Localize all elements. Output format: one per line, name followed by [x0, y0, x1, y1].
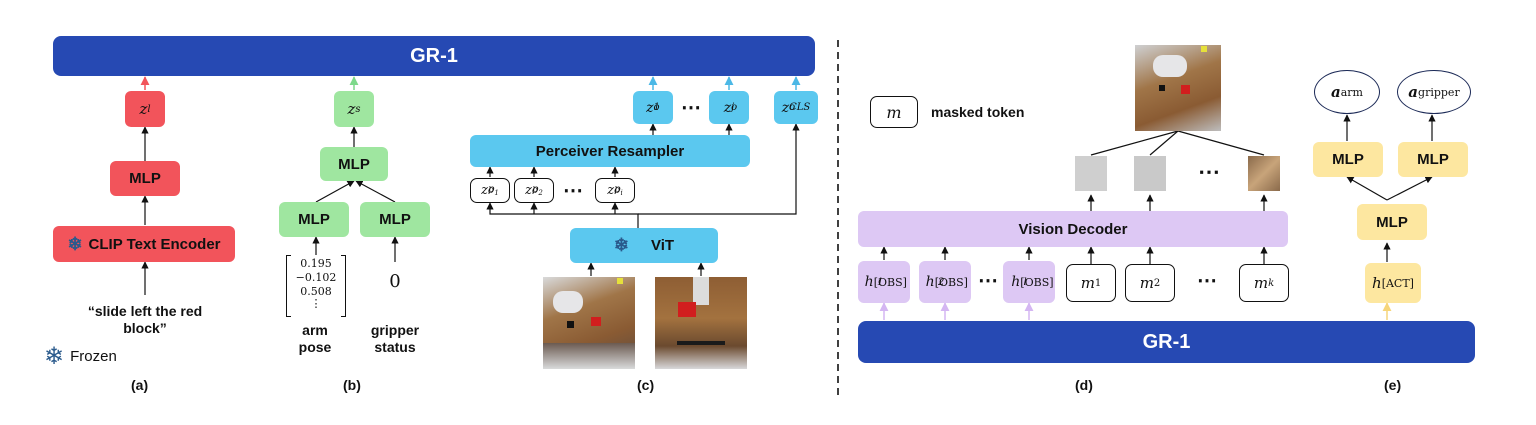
caption-a: (a)	[131, 377, 149, 393]
h-obs-token-1: h[OBS]1	[858, 261, 910, 303]
patch-token	[1248, 156, 1280, 191]
language-instruction: “slide left the red block”	[87, 303, 203, 336]
clip-text-encoder: ❄ CLIP Text Encoder	[53, 226, 235, 262]
ellipsis: ⋯	[681, 97, 701, 119]
clip-text-encoder-label: CLIP Text Encoder	[88, 235, 221, 253]
gr1-bar-top: GR-1	[53, 36, 815, 76]
mlp-language: MLP	[110, 161, 180, 196]
pose-value: ⋮	[310, 297, 322, 310]
ellipsis: ⋯	[1197, 270, 1217, 292]
frozen-label: Frozen	[70, 348, 117, 365]
masked-token-legend-box: m	[870, 96, 918, 128]
masked-token-label: masked token	[931, 104, 1025, 120]
caption-c: (c)	[637, 377, 655, 393]
static-camera-image	[543, 277, 635, 369]
pose-value: 0.195	[300, 257, 332, 270]
z-l-subscript: l	[147, 103, 151, 115]
frozen-legend: ❄ Frozen	[44, 342, 117, 371]
caption-b: (b)	[343, 377, 361, 393]
h-obs-token-2: h[OBS]2	[919, 261, 971, 303]
mlp-arm-pose: MLP	[279, 202, 349, 237]
vit-encoder: ❄ ViT	[570, 228, 718, 263]
gripper-value: 0	[389, 271, 401, 292]
patch-token	[1075, 156, 1107, 191]
arm-pose-vector: 0.195 −0.102 0.508 ⋮	[286, 255, 346, 317]
patch-token	[1134, 156, 1166, 191]
ellipsis: ⋯	[978, 270, 998, 292]
h-act-token: h[ACT]	[1365, 263, 1421, 303]
caption-e: (e)	[1384, 377, 1402, 393]
caption-d: (d)	[1075, 377, 1093, 393]
mlp-language-label: MLP	[129, 170, 161, 187]
perceiver-resampler: Perceiver Resampler	[470, 135, 750, 167]
ellipsis: ⋯	[1198, 159, 1220, 184]
mlp-gripper-head: MLP	[1398, 142, 1468, 177]
predicted-image	[1135, 45, 1221, 131]
arm-pose-label: arm pose	[298, 322, 332, 355]
pose-value: 0.508	[300, 285, 332, 298]
mlp-action-shared: MLP	[1357, 204, 1427, 240]
gr1-bar-bottom: GR-1	[858, 321, 1475, 363]
snowflake-icon: ❄	[44, 343, 65, 370]
mlp-gripper-status: MLP	[360, 202, 430, 237]
mlp-state-fusion: MLP	[320, 147, 388, 181]
gripper-camera-image	[655, 277, 747, 369]
snowflake-icon: ❄	[613, 235, 629, 255]
snowflake-icon: ❄	[67, 233, 83, 254]
ellipsis: ⋯	[563, 180, 583, 202]
vision-decoder: Vision Decoder	[858, 211, 1288, 247]
gripper-status-label: gripper status	[370, 322, 420, 355]
h-obs-token-l: h[OBS]l	[1003, 261, 1055, 303]
gr1-label: GR-1	[410, 44, 458, 67]
mlp-arm-head: MLP	[1313, 142, 1383, 177]
pose-value: −0.102	[295, 271, 337, 284]
z-s-subscript: s	[355, 103, 361, 115]
